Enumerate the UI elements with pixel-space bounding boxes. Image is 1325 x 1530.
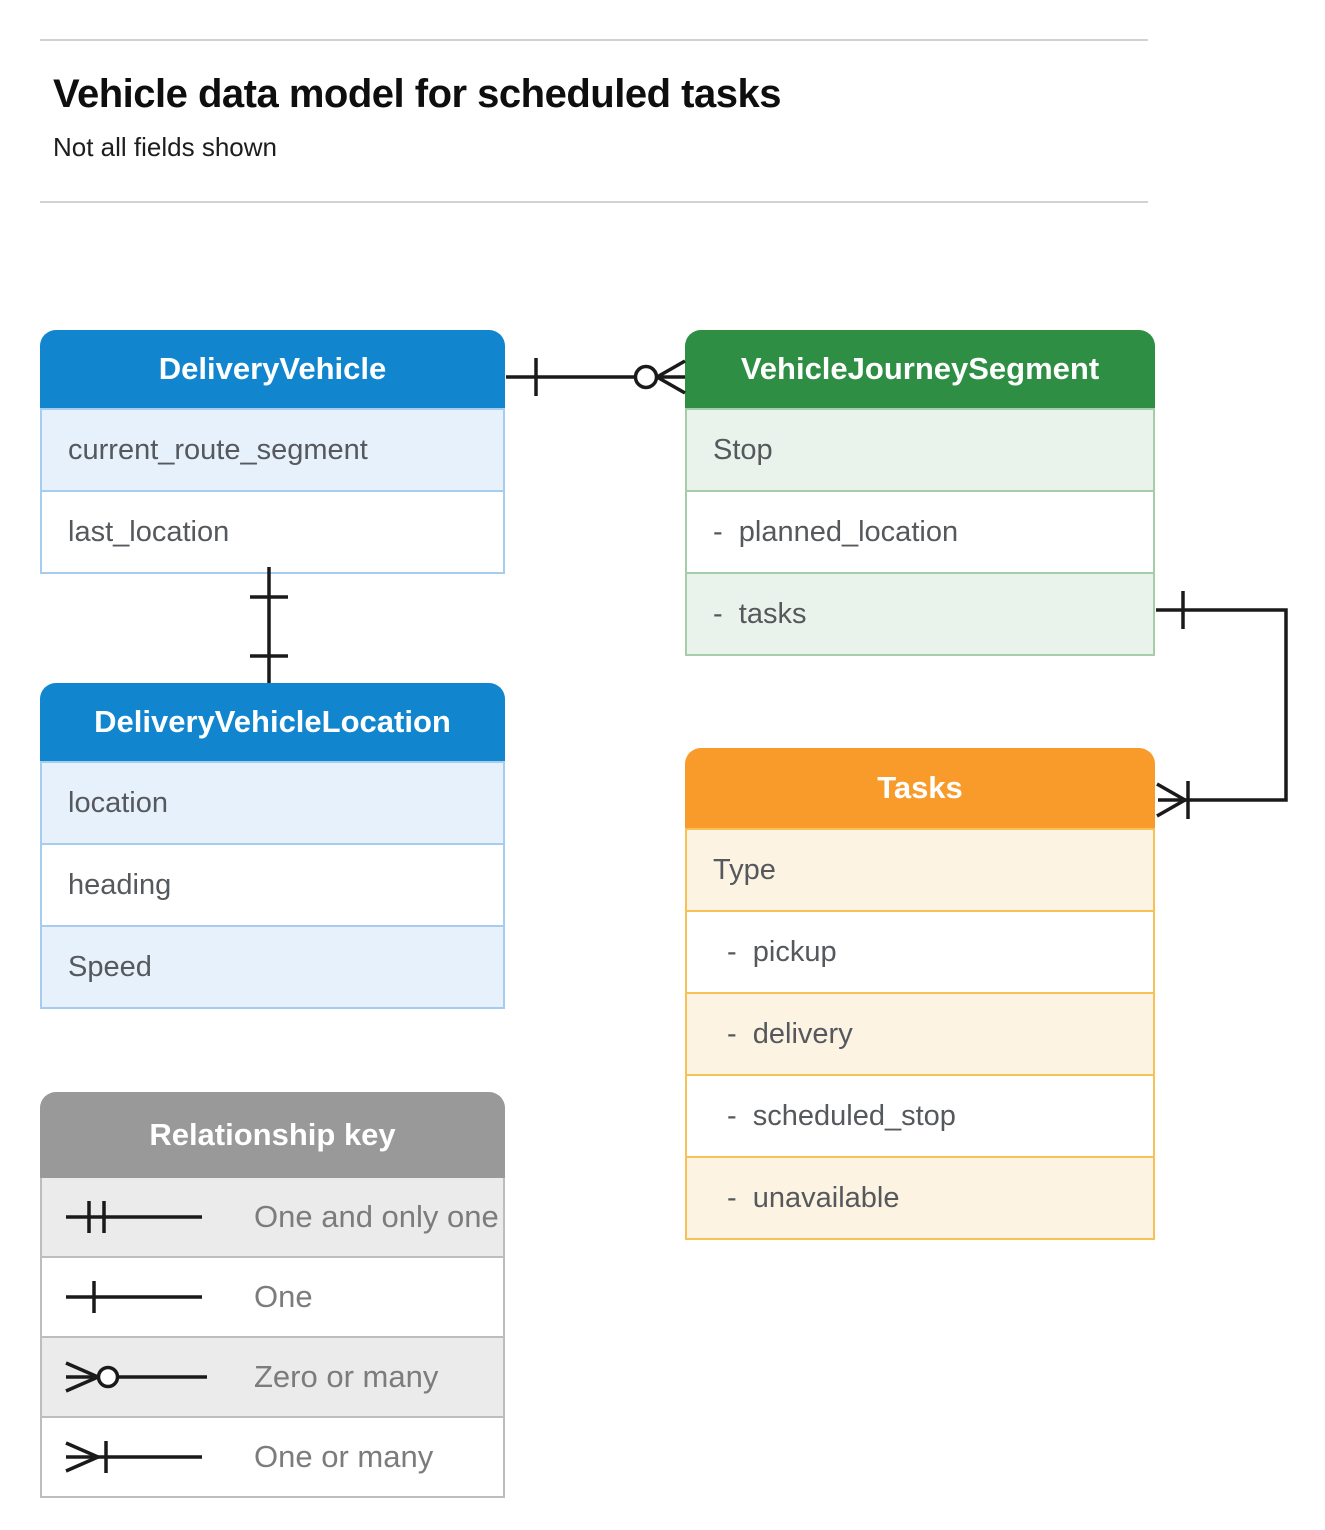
field-current-route-segment: current_route_segment: [42, 410, 503, 490]
entity-title-delivery-vehicle: DeliveryVehicle: [40, 330, 505, 410]
one-and-only-one-icon: [66, 1201, 202, 1233]
field-pickup: - pickup: [687, 910, 1153, 992]
field-location: location: [42, 763, 503, 843]
connector-deliveryvehicle-deliveryvehiclelocation: [250, 567, 288, 683]
field-last-location: last_location: [42, 490, 503, 572]
legend-label: Zero or many: [254, 1359, 439, 1394]
field-tasks: - tasks: [687, 572, 1153, 654]
legend-item-one-or-many: One or many: [42, 1416, 503, 1496]
field-unavailable: - unavailable: [687, 1156, 1153, 1238]
legend-label: One or many: [254, 1439, 434, 1474]
one-icon: [66, 1281, 202, 1313]
entity-title-tasks: Tasks: [685, 748, 1155, 830]
legend-item-zero-or-many: Zero or many: [42, 1336, 503, 1416]
field-heading: heading: [42, 843, 503, 925]
legend-item-one-and-only-one: One and only one: [42, 1178, 503, 1256]
one-or-many-icon: [65, 1441, 202, 1473]
entity-title-delivery-vehicle-location: DeliveryVehicleLocation: [40, 683, 505, 763]
legend-label: One: [254, 1279, 313, 1314]
entity-tasks: Tasks Type - pickup - delivery - schedul…: [685, 748, 1155, 1240]
page-subtitle: Not all fields shown: [53, 132, 277, 162]
connector-vehiclejourneysegment-tasks: [1156, 591, 1288, 819]
relationship-key: Relationship key One and only one One: [40, 1092, 505, 1498]
field-delivery: - delivery: [687, 992, 1153, 1074]
zero-or-many-icon: [65, 1361, 207, 1393]
relationship-key-title: Relationship key: [40, 1092, 505, 1178]
legend-item-one: One: [42, 1256, 503, 1336]
field-stop: Stop: [687, 410, 1153, 490]
field-speed: Speed: [42, 925, 503, 1007]
entity-delivery-vehicle: DeliveryVehicle current_route_segment la…: [40, 330, 505, 574]
connector-deliveryvehicle-vehiclejourneysegment: [506, 358, 686, 396]
top-divider: [40, 39, 1148, 41]
entity-vehicle-journey-segment: VehicleJourneySegment Stop - planned_loc…: [685, 330, 1155, 656]
field-type: Type: [687, 830, 1153, 910]
entity-delivery-vehicle-location: DeliveryVehicleLocation location heading…: [40, 683, 505, 1009]
legend-label: One and only one: [254, 1199, 499, 1234]
field-planned-location: - planned_location: [687, 490, 1153, 572]
entity-title-vehicle-journey-segment: VehicleJourneySegment: [685, 330, 1155, 410]
title-divider: [40, 201, 1148, 203]
field-scheduled-stop: - scheduled_stop: [687, 1074, 1153, 1156]
page-title: Vehicle data model for scheduled tasks: [53, 72, 781, 116]
